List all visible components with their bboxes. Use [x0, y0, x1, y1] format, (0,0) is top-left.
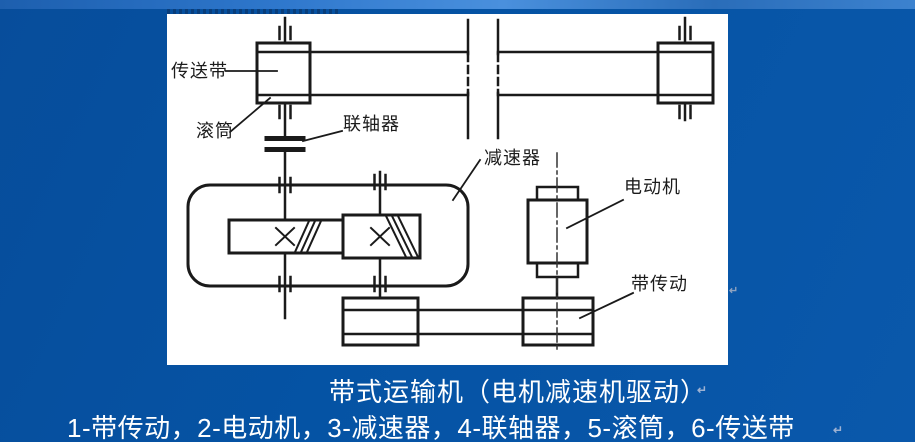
- schematic-drawing-area: 传送带 滚筒 联轴器 减速器 电动机 带传动: [167, 14, 728, 365]
- label-roller: 滚筒: [196, 121, 234, 141]
- label-reducer: 减速器: [484, 148, 541, 168]
- paragraph-mark: ↵: [697, 383, 708, 397]
- label-coupling: 联轴器: [343, 114, 400, 134]
- schematic-drawing: [186, 16, 715, 352]
- label-belt-drive: 带传动: [631, 274, 688, 294]
- top-decorative-band: [0, 0, 915, 9]
- figure-caption: 带式运输机（电机减速机驱动）: [329, 377, 708, 407]
- paragraph-mark: ↵: [833, 423, 844, 437]
- paragraph-mark: ↵: [729, 285, 739, 297]
- figure-legend: 1-带传动，2-电动机，3-减速器，4-联轴器，5-滚筒，6-传送带: [67, 413, 795, 443]
- dotted-decoration: [167, 9, 338, 14]
- label-motor: 电动机: [624, 177, 681, 197]
- label-conveyor-belt: 传送带: [171, 61, 228, 81]
